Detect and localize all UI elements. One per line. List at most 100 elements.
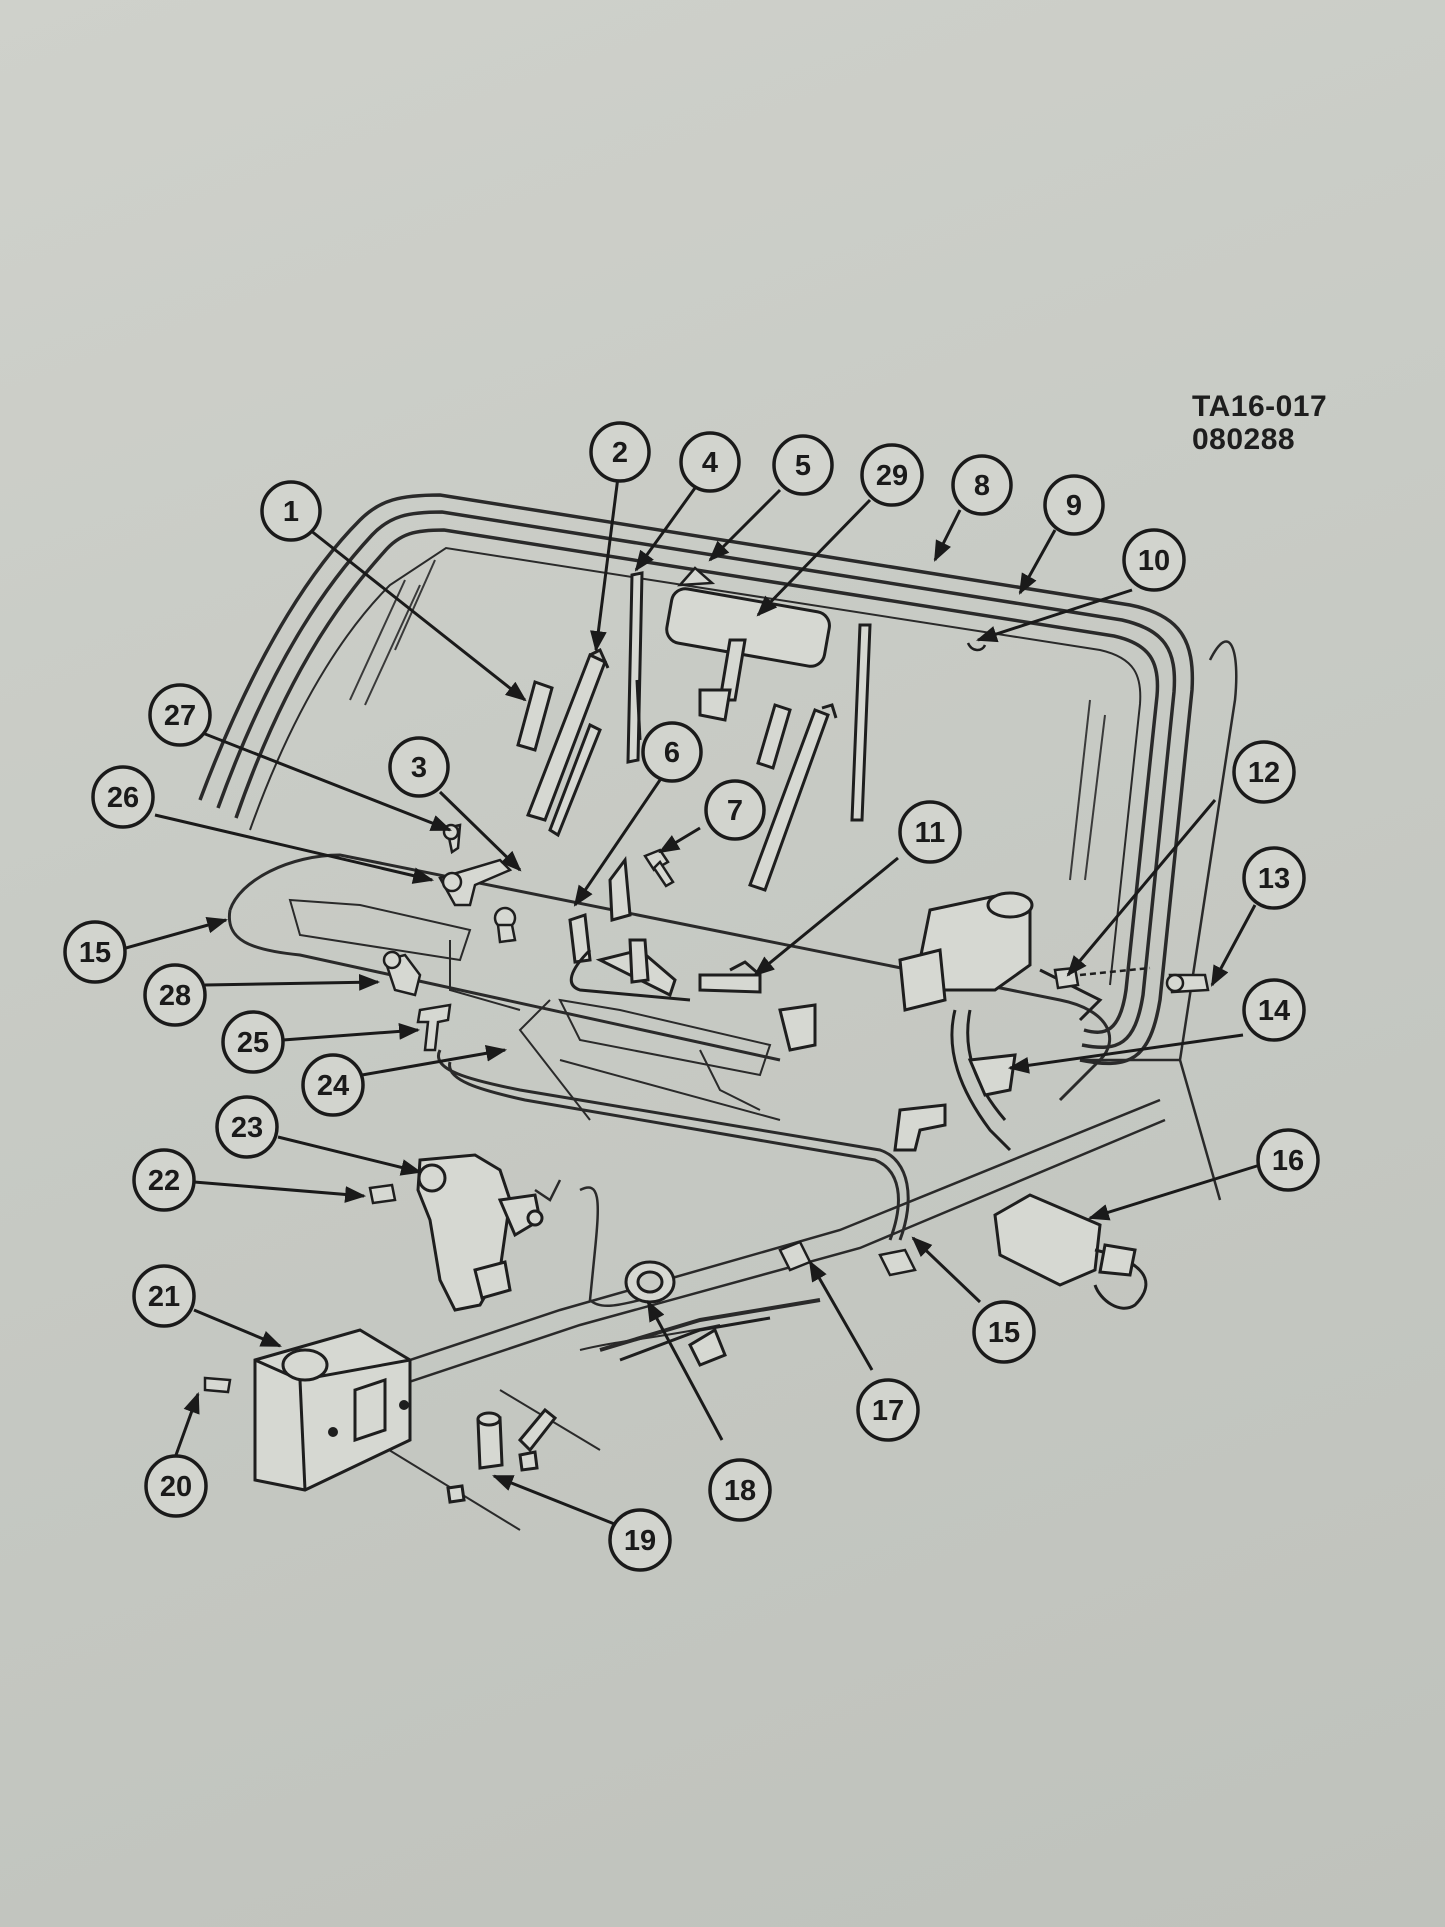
connector-16 xyxy=(993,1193,1148,1310)
reference-code-line-2: 080288 xyxy=(1192,423,1296,456)
callout-18: 18 xyxy=(708,1458,772,1522)
callout-19: 19 xyxy=(608,1508,672,1572)
callout-8: 8 xyxy=(951,454,1013,516)
callout-2: 2 xyxy=(589,421,651,483)
callout-10: 10 xyxy=(1122,528,1186,592)
washer-jet-13 xyxy=(1165,973,1210,994)
leader-1 xyxy=(309,528,527,702)
callout-20: 20 xyxy=(144,1454,208,1518)
svg-text:20: 20 xyxy=(160,1471,192,1503)
washer-hoses xyxy=(319,1049,1166,1531)
callout-1: 1 xyxy=(260,480,322,542)
callout-6: 6 xyxy=(641,721,703,783)
svg-text:9: 9 xyxy=(1066,490,1082,522)
pivot-bracket-26 xyxy=(438,858,513,907)
svg-text:4: 4 xyxy=(702,447,718,479)
screw-20 xyxy=(203,1376,232,1394)
svg-text:10: 10 xyxy=(1138,545,1170,577)
pivot-bolt-7 xyxy=(643,848,675,888)
leader-4 xyxy=(634,487,697,572)
wiper-motor xyxy=(898,891,1103,1022)
callout-25: 25 xyxy=(221,1010,285,1074)
callout-4: 4 xyxy=(679,431,741,493)
callout-labels: 1 2 4 5 29 8 9 10 27 3 6 26 7 11 12 13 1… xyxy=(63,421,1320,1572)
leader-9 xyxy=(1018,529,1057,595)
wiper-blade-left xyxy=(626,571,644,764)
callout-13: 13 xyxy=(1242,846,1306,910)
callout-11: 11 xyxy=(898,800,962,864)
leader-3 xyxy=(438,790,522,872)
leader-15-upper xyxy=(125,917,229,950)
callout-3: 3 xyxy=(388,736,450,798)
leader-18 xyxy=(646,1300,724,1441)
fluid-pump-19 xyxy=(446,1407,558,1504)
svg-text:18: 18 xyxy=(724,1475,756,1507)
callout-22: 22 xyxy=(132,1148,196,1212)
tee-connector-25 xyxy=(416,1003,452,1052)
svg-text:2: 2 xyxy=(612,437,628,469)
leader-16 xyxy=(1087,1163,1261,1221)
callout-24: 24 xyxy=(301,1053,365,1117)
callout-29: 29 xyxy=(860,443,924,507)
leader-29 xyxy=(756,498,872,617)
rearview-mirror xyxy=(665,587,831,722)
leader-arrows xyxy=(125,476,1261,1527)
leader-5 xyxy=(708,488,782,562)
svg-text:14: 14 xyxy=(1258,995,1290,1027)
svg-text:13: 13 xyxy=(1258,863,1290,895)
svg-text:15: 15 xyxy=(79,937,111,969)
washer-reservoir-21 xyxy=(253,1328,412,1492)
svg-text:21: 21 xyxy=(148,1281,180,1313)
leader-28 xyxy=(204,973,381,991)
svg-text:15: 15 xyxy=(988,1317,1020,1349)
leader-24 xyxy=(361,1044,508,1077)
callout-17: 17 xyxy=(856,1378,920,1442)
hose-connector-3 xyxy=(493,906,517,944)
svg-text:5: 5 xyxy=(795,450,811,482)
mirror-bracket-clip xyxy=(677,566,716,587)
callout-28: 28 xyxy=(143,963,207,1027)
washer-nozzle-12 xyxy=(1053,966,1151,990)
svg-text:7: 7 xyxy=(727,795,743,827)
clip-10 xyxy=(966,642,987,652)
wiring-harness xyxy=(893,1009,1017,1152)
leader-23 xyxy=(277,1135,423,1176)
pivot-nut-27 xyxy=(442,823,462,855)
svg-text:23: 23 xyxy=(231,1112,263,1144)
leader-17 xyxy=(808,1260,874,1371)
svg-text:19: 19 xyxy=(624,1525,656,1557)
screw-22 xyxy=(368,1183,397,1205)
svg-text:26: 26 xyxy=(107,782,139,814)
wiper-transmission-linkage xyxy=(568,855,817,1052)
wiper-arm-right xyxy=(748,703,838,892)
svg-text:12: 12 xyxy=(1248,757,1280,789)
washer-pump-23 xyxy=(416,1153,544,1312)
check-valve-28 xyxy=(382,950,422,997)
callout-26: 26 xyxy=(91,765,155,829)
wiper-arm-left xyxy=(526,647,610,838)
svg-text:3: 3 xyxy=(411,752,427,784)
callout-14: 14 xyxy=(1242,978,1306,1042)
callout-7: 7 xyxy=(704,779,766,841)
windshield-frame xyxy=(198,493,1195,1066)
body-pillar xyxy=(1080,640,1238,1201)
leader-8 xyxy=(933,509,962,562)
lower-harness-loom xyxy=(619,1316,771,1367)
svg-text:1: 1 xyxy=(283,496,299,528)
svg-text:29: 29 xyxy=(876,460,908,492)
svg-text:6: 6 xyxy=(664,737,680,769)
svg-text:25: 25 xyxy=(237,1027,269,1059)
svg-text:24: 24 xyxy=(317,1070,349,1102)
reference-code: TA16-017 080288 xyxy=(1192,390,1327,456)
leader-7 xyxy=(658,826,701,854)
callout-15-upper: 15 xyxy=(63,920,127,984)
svg-text:8: 8 xyxy=(974,470,990,502)
leader-22 xyxy=(193,1180,367,1203)
callout-5: 5 xyxy=(772,434,834,496)
callout-21: 21 xyxy=(132,1264,196,1328)
arm-cover-right xyxy=(756,703,792,770)
leader-10 xyxy=(976,588,1133,643)
callout-16: 16 xyxy=(1256,1128,1320,1192)
